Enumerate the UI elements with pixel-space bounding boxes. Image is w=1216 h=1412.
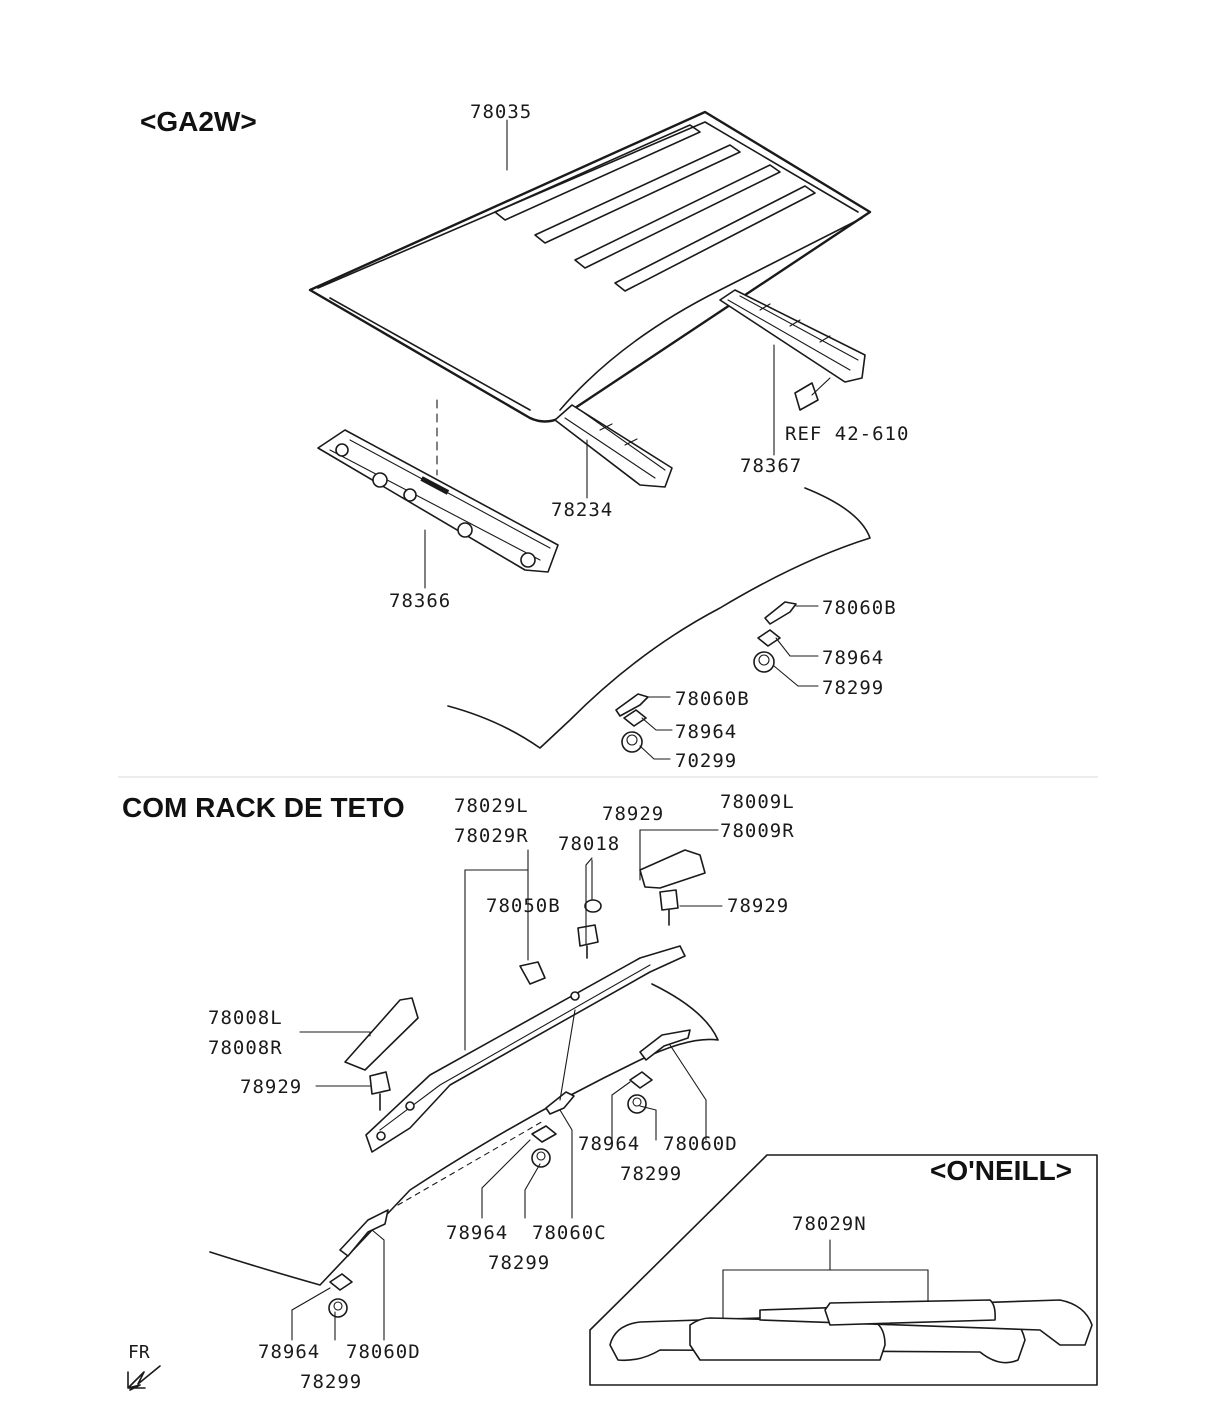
bracket-78060B-left [615, 693, 649, 717]
label-78299-e: 78299 [300, 1371, 362, 1393]
bolt-78929-top [577, 924, 599, 959]
section-title-ga2w: <GA2W> [140, 106, 257, 137]
leader-lines-lower [291, 829, 723, 1341]
label-78964-e: 78964 [258, 1341, 320, 1363]
clip-78050B [519, 961, 546, 985]
label-78050B: 78050B [486, 895, 561, 917]
label-78009L: 78009L [720, 791, 795, 813]
label-78035: 78035 [470, 101, 532, 123]
front-cover-78008 [344, 997, 419, 1071]
bolt-78929-right [659, 889, 679, 926]
label-78367: 78367 [740, 455, 802, 477]
bracket-78060C [545, 1091, 575, 1115]
washer-78964-right [757, 629, 781, 647]
roof-panel [308, 110, 872, 476]
label-78029N: 78029N [792, 1213, 867, 1235]
label-78964-d: 78964 [446, 1222, 508, 1244]
label-78299-d: 78299 [488, 1252, 550, 1274]
label-78299-right: 78299 [822, 677, 884, 699]
label-78029L: 78029L [454, 795, 529, 817]
label-78964-right: 78964 [822, 647, 884, 669]
grommets-rack [328, 1094, 647, 1318]
direction-label: FR [128, 1342, 150, 1363]
label-70299-left: 70299 [675, 750, 737, 772]
label-78008L: 78008L [208, 1007, 283, 1029]
label-78060C: 78060C [532, 1222, 607, 1244]
bracket-78060D-bottom [339, 1209, 389, 1257]
label-78008R: 78008R [208, 1037, 283, 1059]
bracket-78060D-right [639, 1029, 691, 1061]
bolt-78929-left [369, 1071, 391, 1111]
rear-roof-bow [719, 289, 866, 411]
label-78060B-left: 78060B [675, 688, 750, 710]
body-outline-lower [209, 983, 719, 1286]
label-78964-c: 78964 [578, 1133, 640, 1155]
label-78234: 78234 [551, 499, 613, 521]
grommet-78299-right [753, 651, 775, 673]
front-roof-header [317, 429, 559, 573]
washer-78964-left [623, 709, 647, 727]
dash-leader [559, 1009, 576, 1101]
label-78964-left: 78964 [675, 721, 737, 743]
label-78060D-right: 78060D [663, 1133, 738, 1155]
label-78060D-bottom: 78060D [346, 1341, 421, 1363]
bracket-78060B-right [764, 601, 797, 625]
label-78009R: 78009R [720, 820, 795, 842]
rear-cover-78009 [639, 849, 706, 889]
label-78029R: 78029R [454, 825, 529, 847]
grommet-70299-left [621, 731, 643, 753]
label-78929-top: 78929 [602, 803, 664, 825]
section-title-roof-rack: COM RACK DE TETO [122, 792, 405, 823]
leader-lines-upper [424, 119, 819, 760]
label-78018: 78018 [558, 833, 620, 855]
arrow-down-left-icon [127, 1365, 161, 1391]
label-78366: 78366 [389, 590, 451, 612]
cap-78018 [584, 899, 602, 913]
body-outline-upper [447, 487, 871, 749]
section-title-oneill: <O'NEILL> [930, 1155, 1072, 1186]
label-78929-right: 78929 [727, 895, 789, 917]
middle-roof-bow [554, 404, 673, 488]
label-78060B-right: 78060B [822, 597, 897, 619]
label-78929-left: 78929 [240, 1076, 302, 1098]
label-78299-c: 78299 [620, 1163, 682, 1185]
washers-rack [329, 1071, 653, 1291]
oneill-inset [589, 1154, 1098, 1386]
roof-rail-78029 [365, 945, 686, 1153]
label-ref-42-610: REF 42-610 [785, 423, 909, 445]
